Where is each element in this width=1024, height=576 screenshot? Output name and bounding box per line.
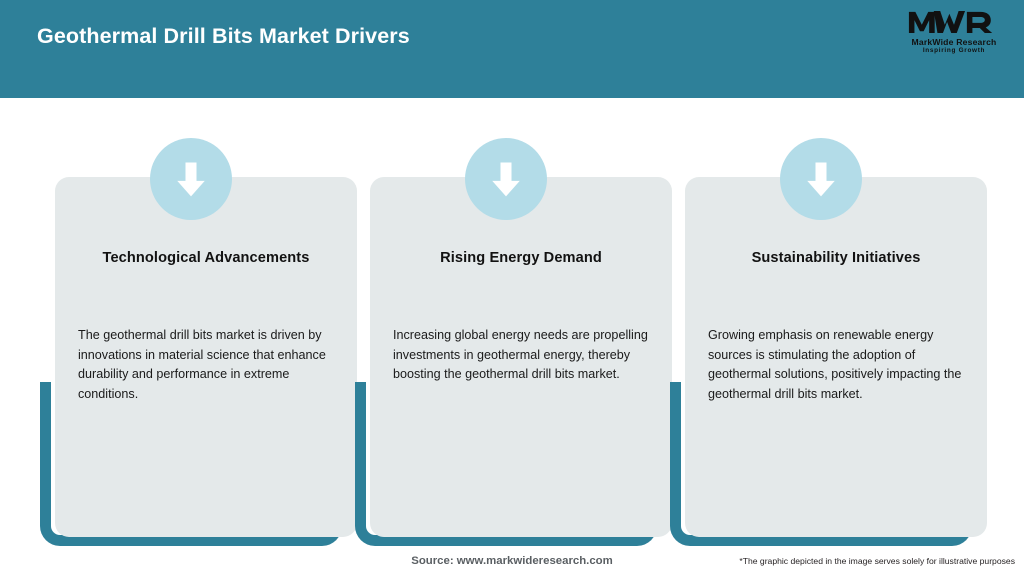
down-arrow-icon [150, 138, 232, 220]
logo-tagline: Inspiring Growth [922, 47, 986, 54]
disclaimer-note: *The graphic depicted in the image serve… [739, 556, 1015, 566]
logo-company-name: MarkWide Research [911, 37, 997, 47]
driver-card-2[interactable]: Rising Energy Demand Increasing global e… [355, 98, 685, 558]
card-body-text: Increasing global energy needs are prope… [393, 328, 648, 382]
card-panel [55, 177, 357, 537]
card-title: Sustainability Initiatives [751, 250, 921, 266]
driver-card-1[interactable]: Technological Advancements The geotherma… [40, 98, 370, 558]
brand-logo[interactable]: MarkWide Research Inspiring Growth [898, 8, 1010, 60]
card-panel [370, 177, 672, 537]
down-arrow-icon [465, 138, 547, 220]
down-arrow-icon [780, 138, 862, 220]
card-panel [685, 177, 987, 537]
card-body-text: The geothermal drill bits market is driv… [78, 328, 326, 401]
card-title: Rising Energy Demand [440, 250, 602, 266]
mwr-logo-icon [908, 8, 1000, 36]
card-body-text: Growing emphasis on renewable energy sou… [708, 328, 962, 401]
page-title: Geothermal Drill Bits Market Drivers [37, 24, 410, 48]
header-band: Geothermal Drill Bits Market Drivers Mar… [0, 0, 1024, 98]
driver-card-3[interactable]: Sustainability Initiatives Growing empha… [670, 98, 1000, 558]
card-title: Technological Advancements [102, 250, 310, 266]
source-label: Source: www.markwideresearch.com [411, 555, 613, 567]
driver-cards: Technological Advancements The geotherma… [0, 98, 1024, 576]
